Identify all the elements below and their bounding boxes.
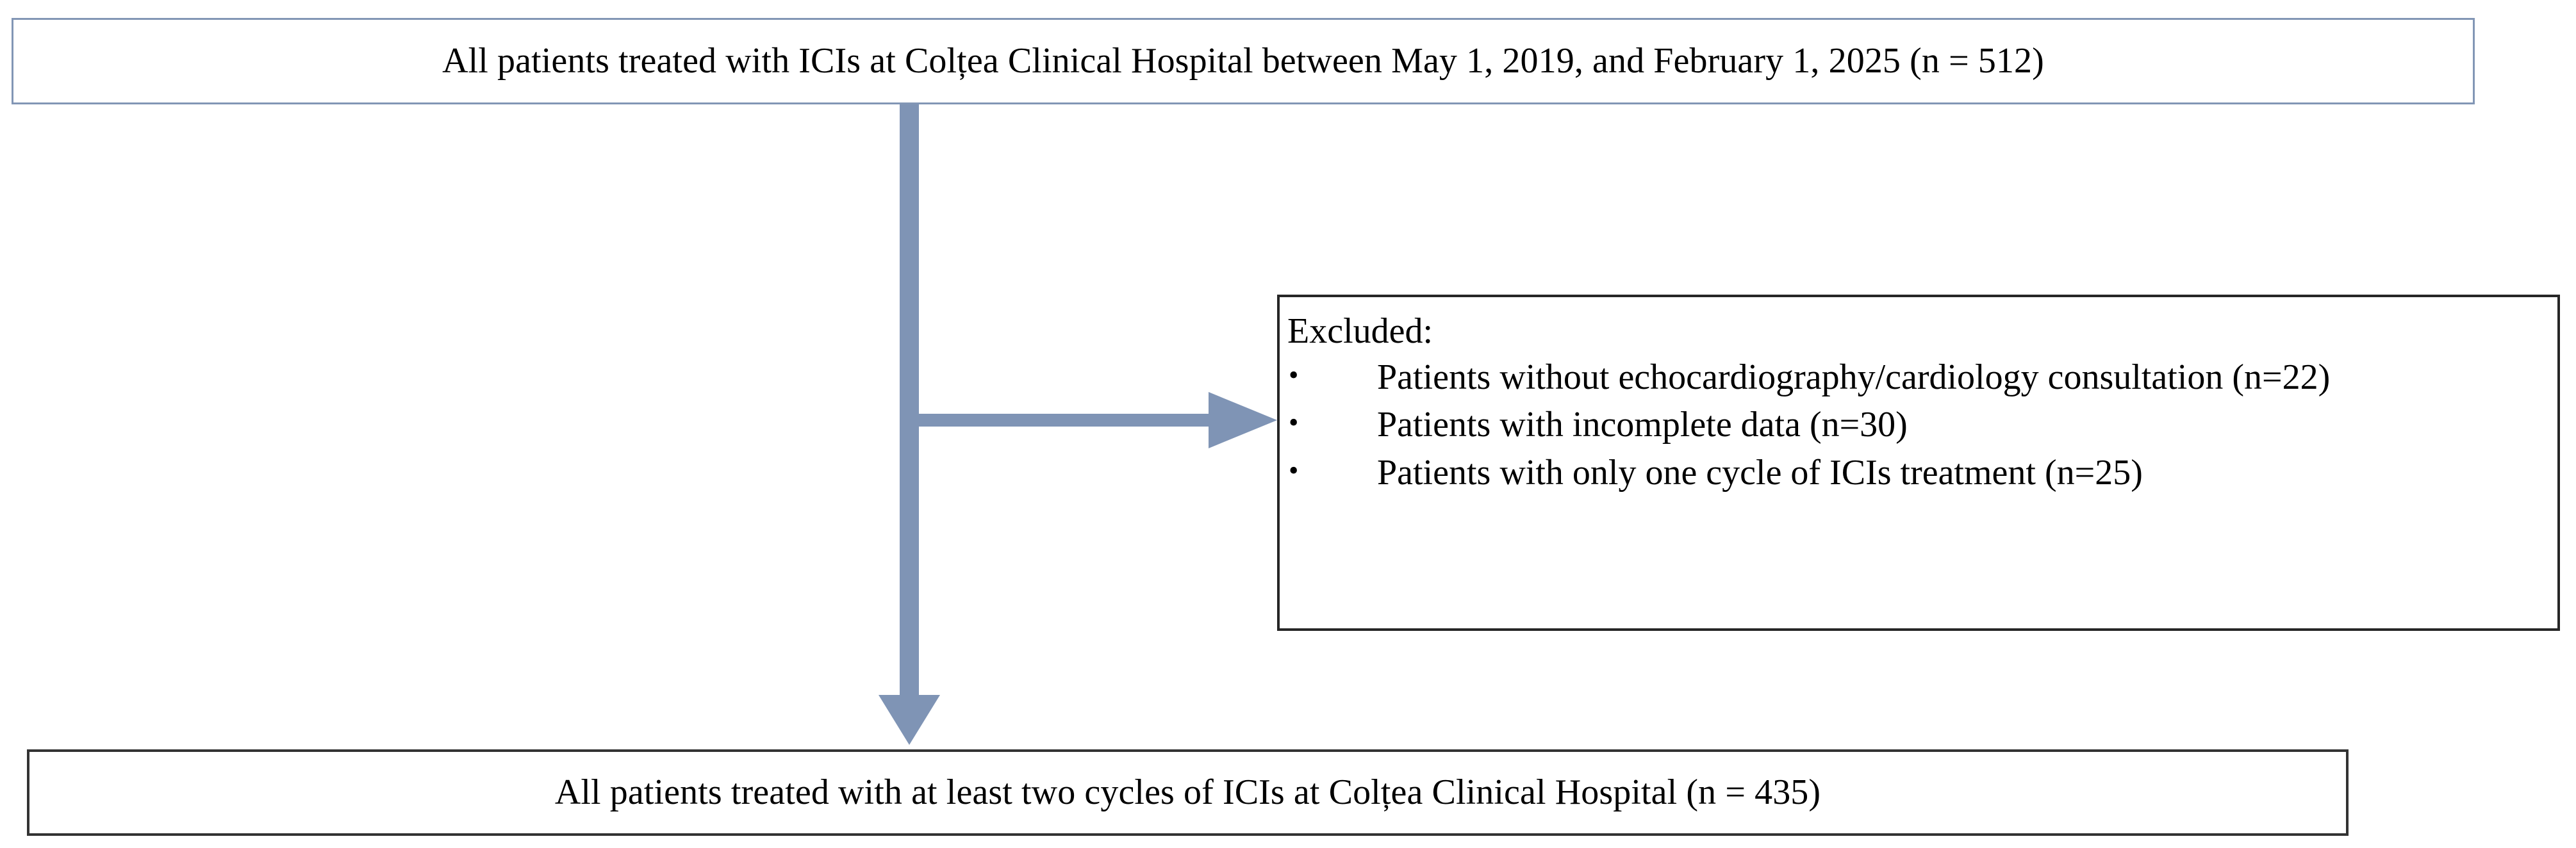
list-item: • Patients with only one cycle of ICIs t… <box>1280 450 2557 496</box>
node-included-patients-label: All patients treated with at least two c… <box>554 772 1821 813</box>
bullet-icon: • <box>1289 454 1299 486</box>
node-excluded: Excluded: • Patients without echocardiog… <box>1277 295 2560 631</box>
node-all-patients-treated: All patients treated with ICIs at Colțea… <box>12 18 2475 104</box>
excluded-reason-text: Patients with incomplete data (n=30) <box>1377 405 1908 445</box>
node-included-patients: All patients treated with at least two c… <box>27 749 2349 836</box>
node-all-patients-treated-label: All patients treated with ICIs at Colțea… <box>442 41 2044 81</box>
list-item: • Patients without echocardiography/card… <box>1280 355 2557 400</box>
excluded-reason-list: • Patients without echocardiography/card… <box>1280 352 2557 496</box>
exclusion-branch-arrow <box>915 392 1277 448</box>
vertical-flow-arrow <box>879 104 940 745</box>
bullet-icon: • <box>1289 359 1299 391</box>
list-item: • Patients with incomplete data (n=30) <box>1280 402 2557 448</box>
excluded-heading: Excluded: <box>1287 311 1433 351</box>
excluded-reason-text: Patients with only one cycle of ICIs tre… <box>1377 452 2143 493</box>
excluded-reason-text: Patients without echocardiography/cardio… <box>1377 357 2331 397</box>
bullet-icon: • <box>1289 407 1299 439</box>
